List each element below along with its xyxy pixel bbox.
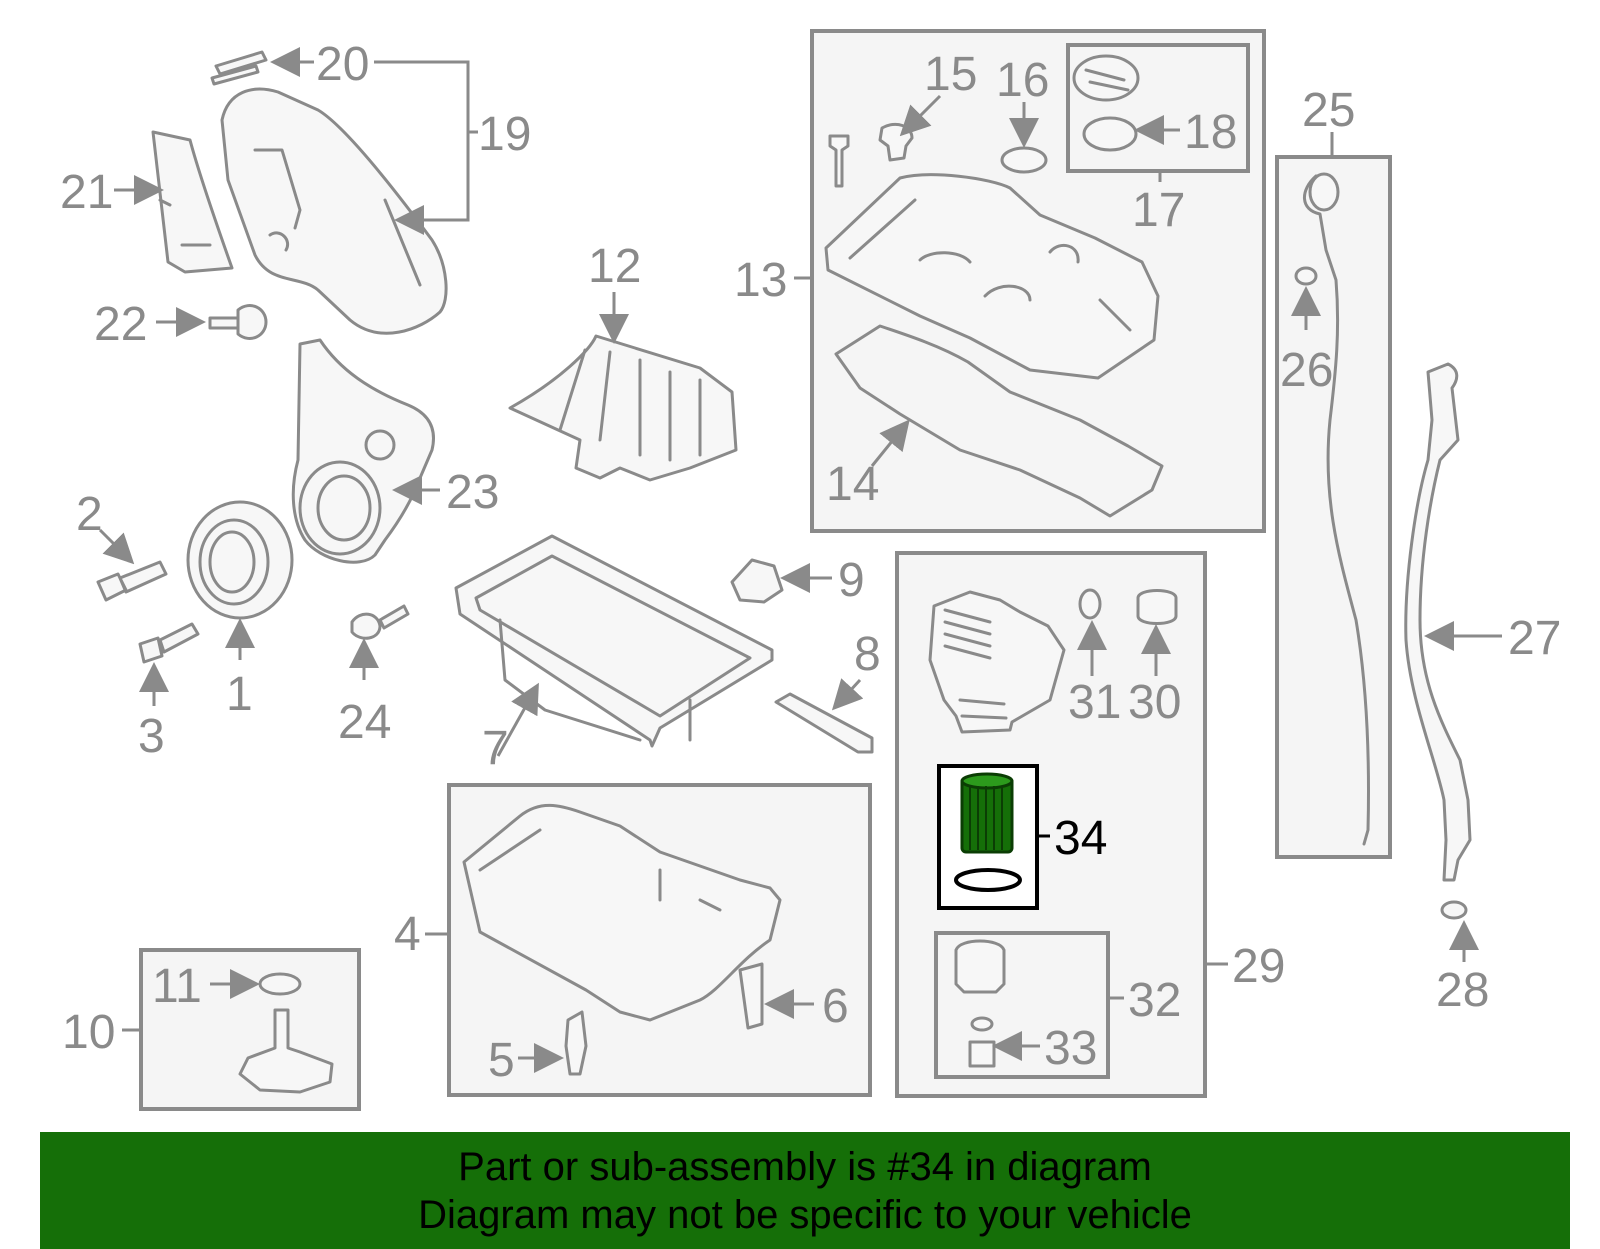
- cover-bolt: [828, 134, 850, 188]
- callout-13: 13: [734, 254, 787, 307]
- callout-21: 21: [60, 166, 113, 219]
- callout-20: 20: [316, 38, 369, 91]
- banner-line-2: Diagram may not be specific to your vehi…: [418, 1192, 1192, 1237]
- timing-cover-side: [151, 130, 234, 274]
- callout-33: 33: [1044, 1022, 1097, 1075]
- bolt-3: [138, 622, 200, 664]
- oil-filter-housing-fins: [943, 608, 1008, 720]
- oil-pan-lower: [462, 803, 782, 1022]
- callout-16: 16: [996, 54, 1049, 107]
- timing-cover-upper: [220, 87, 448, 335]
- oil-baffle-ribs: [558, 348, 702, 462]
- oil-pan-lower-inner: [478, 828, 722, 912]
- callout-12: 12: [588, 240, 641, 293]
- gasket-30: [1136, 589, 1178, 625]
- washer-16: [1000, 146, 1048, 174]
- seal-26: [1294, 266, 1318, 286]
- clip-6: [738, 962, 764, 1030]
- oil-level-sensor-9: [730, 558, 784, 604]
- callout-24: 24: [338, 696, 391, 749]
- oil-pan-upper: [454, 534, 774, 748]
- callout-17: 17: [1132, 184, 1185, 237]
- callout-28: 28: [1436, 964, 1489, 1017]
- callout-22: 22: [94, 298, 147, 351]
- dipstick-ring: [1308, 172, 1340, 212]
- oil-baffle: [508, 334, 738, 482]
- seal-strip-8: [774, 692, 874, 754]
- callout-5: 5: [488, 1034, 515, 1087]
- bolt-24: [350, 604, 410, 640]
- leader-7: [496, 682, 539, 757]
- timing-cover-upper-detail: [253, 148, 422, 287]
- oil-filter-pleats-34: [969, 786, 1003, 850]
- callout-7: 7: [482, 722, 509, 775]
- crank-pulley-hub: [208, 530, 256, 594]
- leader-8: [831, 678, 864, 711]
- o-ring-33: [970, 1016, 994, 1032]
- callout-30: 30: [1128, 676, 1181, 729]
- callout-25: 25: [1302, 84, 1355, 137]
- lower-timing-cover-seal-inner: [316, 474, 372, 542]
- callout-23: 23: [446, 466, 499, 519]
- callout-19: 19: [478, 108, 531, 161]
- callout-31: 31: [1068, 676, 1121, 729]
- leader-19: [374, 60, 478, 222]
- drain-plug-5: [564, 1010, 588, 1076]
- callout-9: 9: [838, 554, 865, 607]
- callout-4: 4: [394, 908, 421, 961]
- oil-filler-cap: [1072, 54, 1140, 102]
- callout-10: 10: [62, 1006, 115, 1059]
- leader-14: [870, 419, 910, 467]
- callout-29: 29: [1232, 940, 1285, 993]
- valve-cover: [824, 173, 1160, 380]
- callout-27: 27: [1508, 612, 1561, 665]
- callout-8: 8: [854, 628, 881, 681]
- callout-18: 18: [1184, 106, 1237, 159]
- filter-cap-32: [954, 939, 1006, 994]
- o-ring-11: [258, 972, 302, 996]
- drain-valve-33: [968, 1040, 996, 1068]
- callout-11: 11: [152, 960, 202, 1013]
- callout-2: 2: [76, 488, 103, 541]
- leader-15: [899, 94, 942, 137]
- cap-seal-18: [1082, 116, 1138, 152]
- bolt-22: [208, 304, 268, 340]
- lower-timing-cover-hole: [364, 429, 396, 461]
- callout-34: 34: [1054, 812, 1107, 865]
- callout-14: 14: [826, 458, 879, 511]
- valve-cover-gasket: [834, 324, 1164, 518]
- oil-level-sensor-10: [238, 1008, 334, 1094]
- dipstick-tube: [1404, 362, 1472, 882]
- leader-2: [98, 528, 135, 565]
- seal-28: [1440, 900, 1468, 920]
- timing-cover-gasket: [210, 50, 268, 86]
- oil-filler-cap-grip: [1084, 68, 1130, 92]
- callout-3: 3: [138, 710, 165, 763]
- bolt-2: [96, 560, 168, 602]
- dipstick: [1303, 174, 1370, 846]
- group-box-25: [1275, 155, 1392, 859]
- callout-6: 6: [822, 980, 849, 1033]
- oil-filter-top-34: [960, 772, 1014, 790]
- info-banner: Part or sub-assembly is #34 in diagram D…: [40, 1132, 1570, 1249]
- callout-32: 32: [1128, 974, 1181, 1027]
- o-ring-31: [1078, 588, 1102, 620]
- callout-1: 1: [226, 668, 253, 721]
- banner-line-1: Part or sub-assembly is #34 in diagram: [458, 1144, 1152, 1189]
- callout-26: 26: [1280, 344, 1333, 397]
- valve-cover-detail: [848, 198, 1132, 332]
- callout-15: 15: [924, 48, 977, 101]
- filter-o-ring-34: [954, 868, 1022, 892]
